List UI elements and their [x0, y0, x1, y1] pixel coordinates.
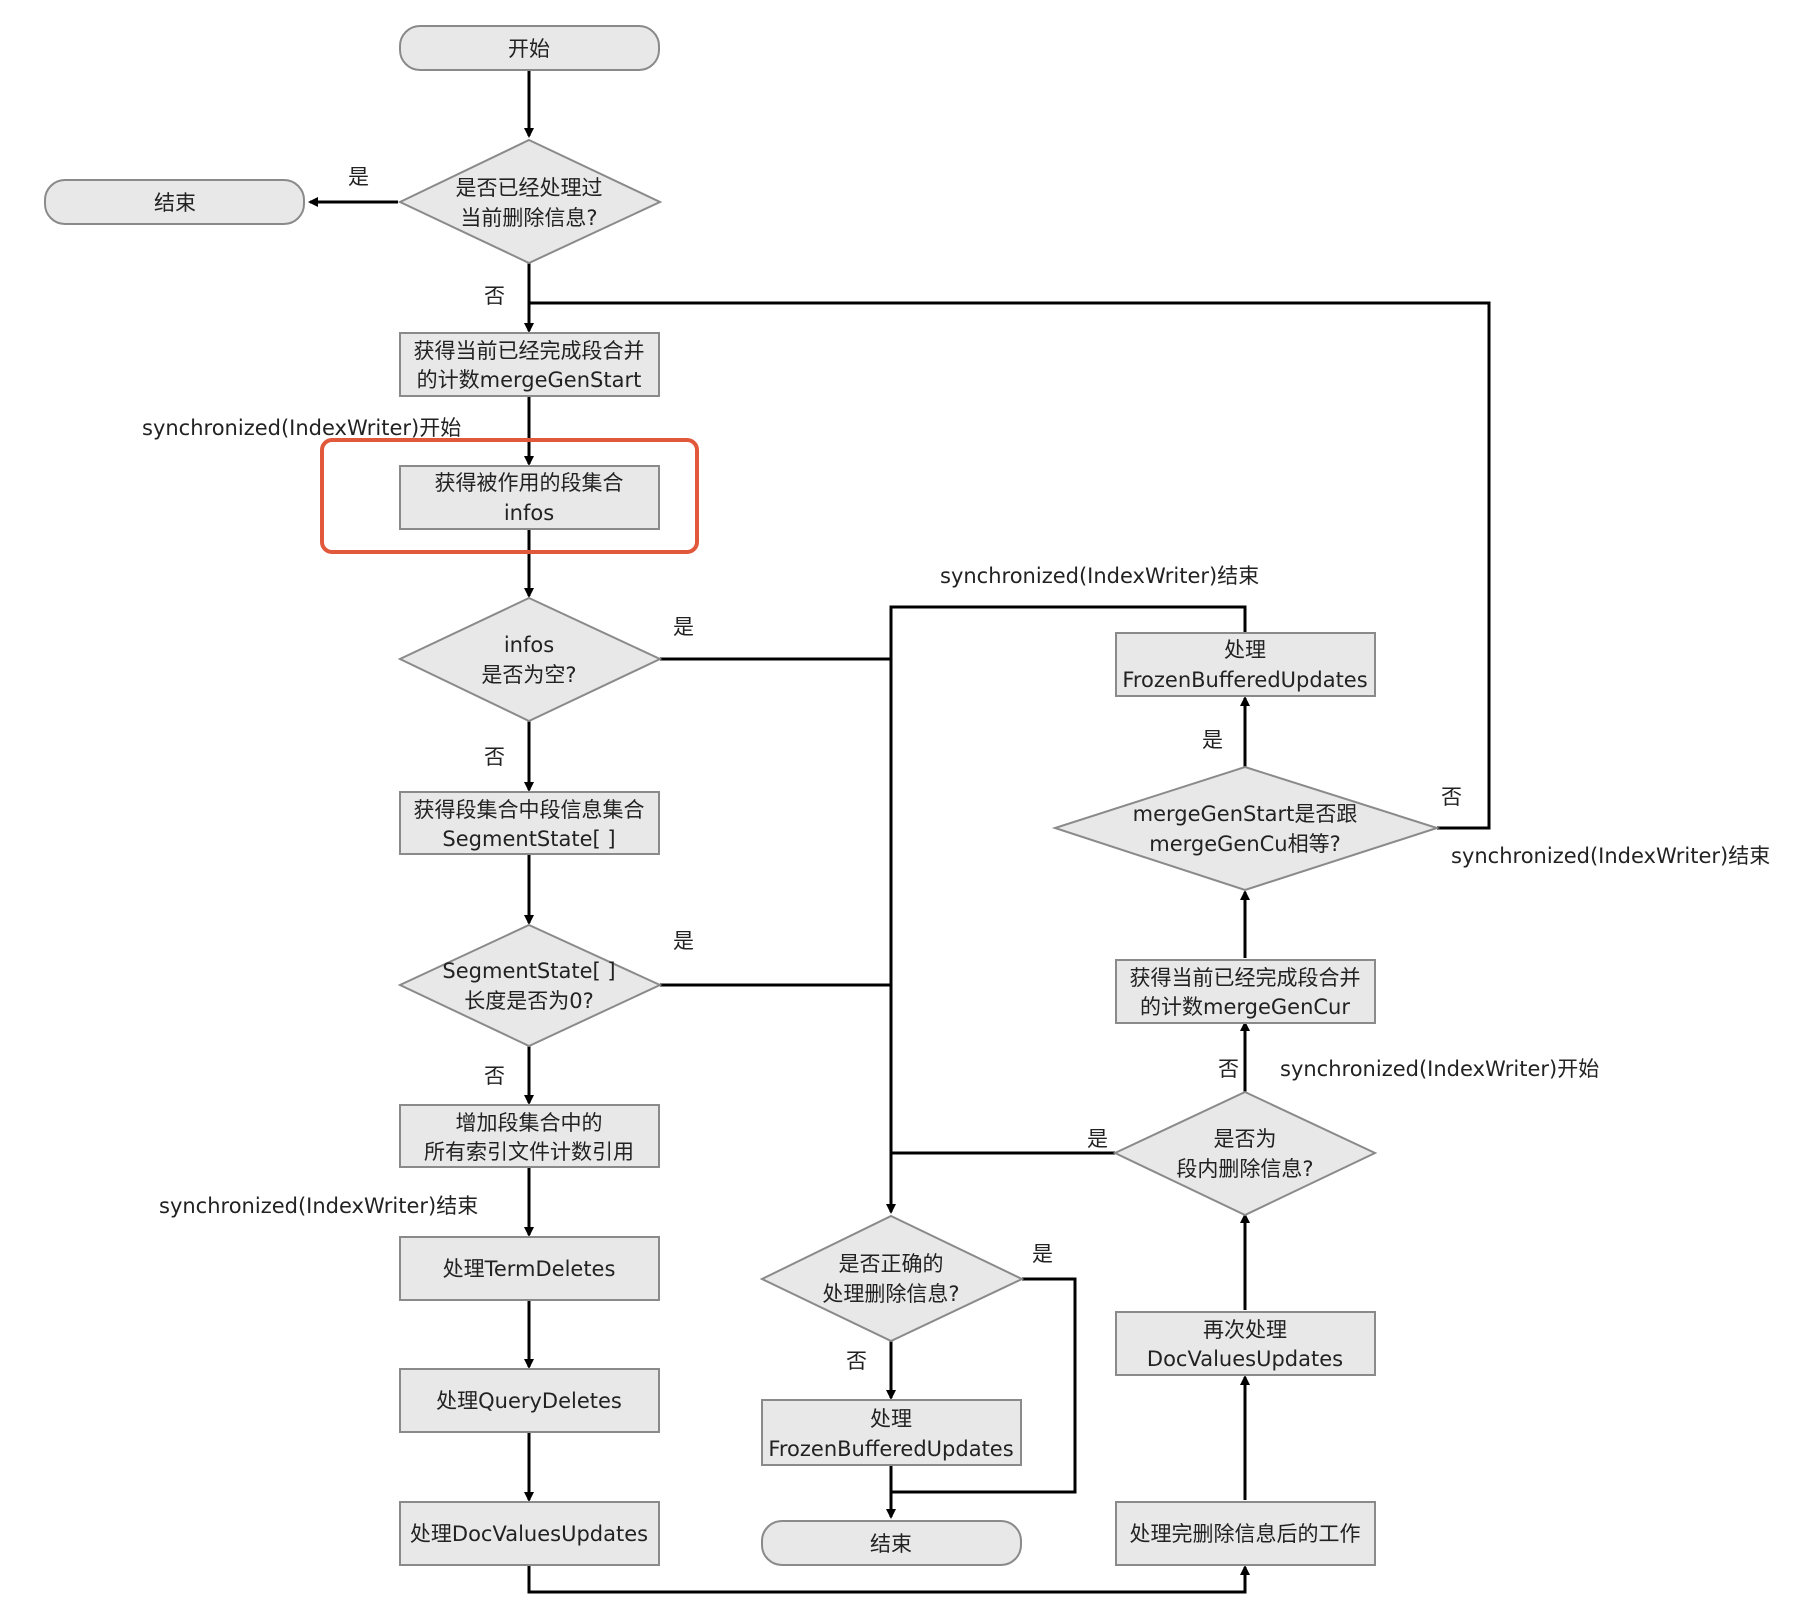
process-get-infos: 获得被作用的段集合 infos — [399, 465, 660, 530]
decision-in-segment: 是否为 段内删除信息? — [1112, 1090, 1378, 1217]
decision-processed-line1: 是否已经处理过 — [456, 176, 603, 200]
process-get-merge-cur-line1: 获得当前已经完成段合并 — [1130, 966, 1361, 990]
start-label: 开始 — [508, 37, 550, 61]
process-query-deletes-label: 处理QueryDeletes — [436, 1389, 622, 1413]
process-get-merge-start-line2: 的计数mergeGenStart — [417, 368, 642, 392]
label-sync-end-left: synchronized(IndexWriter)结束 — [159, 1194, 478, 1218]
process-query-deletes: 处理QueryDeletes — [399, 1368, 660, 1433]
nodes: 开始 结束 是否已经处理过 当前删除信息? 获得当前已经完成段合并 的计数mer… — [44, 25, 1441, 1566]
edge-labels: 是 否 synchronized(IndexWriter)开始 是 否 是 否 … — [142, 165, 1770, 1373]
label-sync-end-right: synchronized(IndexWriter)结束 — [1451, 844, 1770, 868]
process-docvalues-again: 再次处理 DocValuesUpdates — [1115, 1311, 1376, 1376]
process-get-merge-cur-line2: 的计数mergeGenCur — [1140, 995, 1350, 1019]
label-no-processed: 否 — [484, 284, 505, 308]
process-docvalues-again-line1: 再次处理 — [1203, 1318, 1287, 1342]
label-no-segstate: 否 — [484, 1064, 505, 1088]
end-terminal-bottom: 结束 — [761, 1520, 1022, 1566]
decision-infos-empty: infos 是否为空? — [397, 596, 663, 723]
process-get-segment-states-line1: 获得段集合中段信息集合 — [414, 798, 645, 822]
edge-docvalues-to-afterwork — [527, 1565, 1250, 1594]
label-yes-infos-empty: 是 — [673, 615, 694, 639]
decision-segment-state-length-line1: SegmentState[ ] — [442, 959, 615, 983]
decision-merge-equal-line2: mergeGenCu相等? — [1149, 832, 1341, 856]
label-yes-processed: 是 — [348, 165, 369, 189]
decision-segment-state-length-line2: 长度是否为0? — [464, 989, 594, 1013]
process-frozen-mid-line1: 处理 — [870, 1407, 912, 1431]
edges — [308, 70, 1491, 1594]
decision-processed-line2: 当前删除信息? — [460, 206, 597, 230]
decision-correct-line1: 是否正确的 — [839, 1252, 944, 1276]
label-sync-start-left: synchronized(IndexWriter)开始 — [142, 416, 461, 440]
process-after-work: 处理完删除信息后的工作 — [1115, 1501, 1376, 1566]
process-get-merge-cur: 获得当前已经完成段合并 的计数mergeGenCur — [1115, 959, 1376, 1024]
process-get-segment-states: 获得段集合中段信息集合 SegmentState[ ] — [399, 791, 660, 855]
process-docvalues-updates: 处理DocValuesUpdates — [399, 1501, 660, 1566]
process-get-merge-start: 获得当前已经完成段合并 的计数mergeGenStart — [399, 332, 660, 397]
decision-correct-line2: 处理删除信息? — [822, 1282, 959, 1306]
label-no-infos-empty: 否 — [484, 745, 505, 769]
process-after-work-label: 处理完删除信息后的工作 — [1130, 1522, 1361, 1546]
label-yes-in-segment: 是 — [1087, 1127, 1108, 1151]
decision-in-segment-line1: 是否为 — [1214, 1127, 1277, 1151]
label-sync-end-top: synchronized(IndexWriter)结束 — [940, 564, 1259, 588]
highlight-box — [320, 438, 699, 554]
process-frozen-mid: 处理 FrozenBufferedUpdates — [761, 1399, 1022, 1466]
label-no-equal: 否 — [1441, 785, 1462, 809]
edge-equal-loop-back — [529, 301, 1491, 830]
edge-correct-yes — [891, 1277, 1077, 1494]
process-term-deletes-label: 处理TermDeletes — [443, 1257, 616, 1281]
decision-infos-empty-line2: 是否为空? — [481, 663, 576, 687]
process-docvalues-again-line2: DocValuesUpdates — [1147, 1347, 1343, 1371]
decision-correct: 是否正确的 处理删除信息? — [759, 1214, 1025, 1343]
end-terminal-top: 结束 — [44, 179, 305, 225]
decision-segment-state-length: SegmentState[ ] 长度是否为0? — [397, 923, 663, 1048]
end-top-label: 结束 — [154, 191, 196, 215]
start-terminal: 开始 — [399, 25, 660, 71]
label-yes-correct: 是 — [1032, 1242, 1053, 1266]
label-yes-equal: 是 — [1202, 728, 1223, 752]
process-increase-ref-line1: 增加段集合中的 — [456, 1111, 603, 1135]
process-get-merge-start-line1: 获得当前已经完成段合并 — [414, 339, 645, 363]
edge-frozenright-to-correct — [886, 605, 1247, 1214]
process-frozen-right: 处理 FrozenBufferedUpdates — [1115, 632, 1376, 697]
decision-infos-empty-line1: infos — [504, 633, 554, 657]
process-increase-ref: 增加段集合中的 所有索引文件计数引用 — [399, 1104, 660, 1168]
process-frozen-right-line1: 处理 — [1224, 638, 1266, 662]
decision-processed: 是否已经处理过 当前删除信息? — [397, 138, 663, 265]
end-bottom-label: 结束 — [870, 1532, 912, 1556]
decision-merge-equal-line1: mergeGenStart是否跟 — [1133, 802, 1358, 826]
process-increase-ref-line2: 所有索引文件计数引用 — [424, 1140, 634, 1164]
process-frozen-mid-line2: FrozenBufferedUpdates — [768, 1437, 1013, 1461]
label-yes-segstate: 是 — [673, 929, 694, 953]
process-frozen-right-line2: FrozenBufferedUpdates — [1122, 668, 1367, 692]
label-no-in-segment: 否 — [1218, 1057, 1239, 1081]
label-sync-start-right: synchronized(IndexWriter)开始 — [1280, 1057, 1599, 1081]
process-get-segment-states-line2: SegmentState[ ] — [442, 827, 615, 851]
decision-in-segment-line2: 段内删除信息? — [1176, 1157, 1313, 1181]
process-get-infos-line2: infos — [504, 501, 554, 525]
process-docvalues-updates-label: 处理DocValuesUpdates — [410, 1522, 648, 1546]
process-term-deletes: 处理TermDeletes — [399, 1236, 660, 1301]
label-no-correct: 否 — [846, 1349, 867, 1373]
decision-merge-equal: mergeGenStart是否跟 mergeGenCu相等? — [1051, 765, 1441, 892]
process-get-infos-line1: 获得被作用的段集合 — [435, 471, 624, 495]
